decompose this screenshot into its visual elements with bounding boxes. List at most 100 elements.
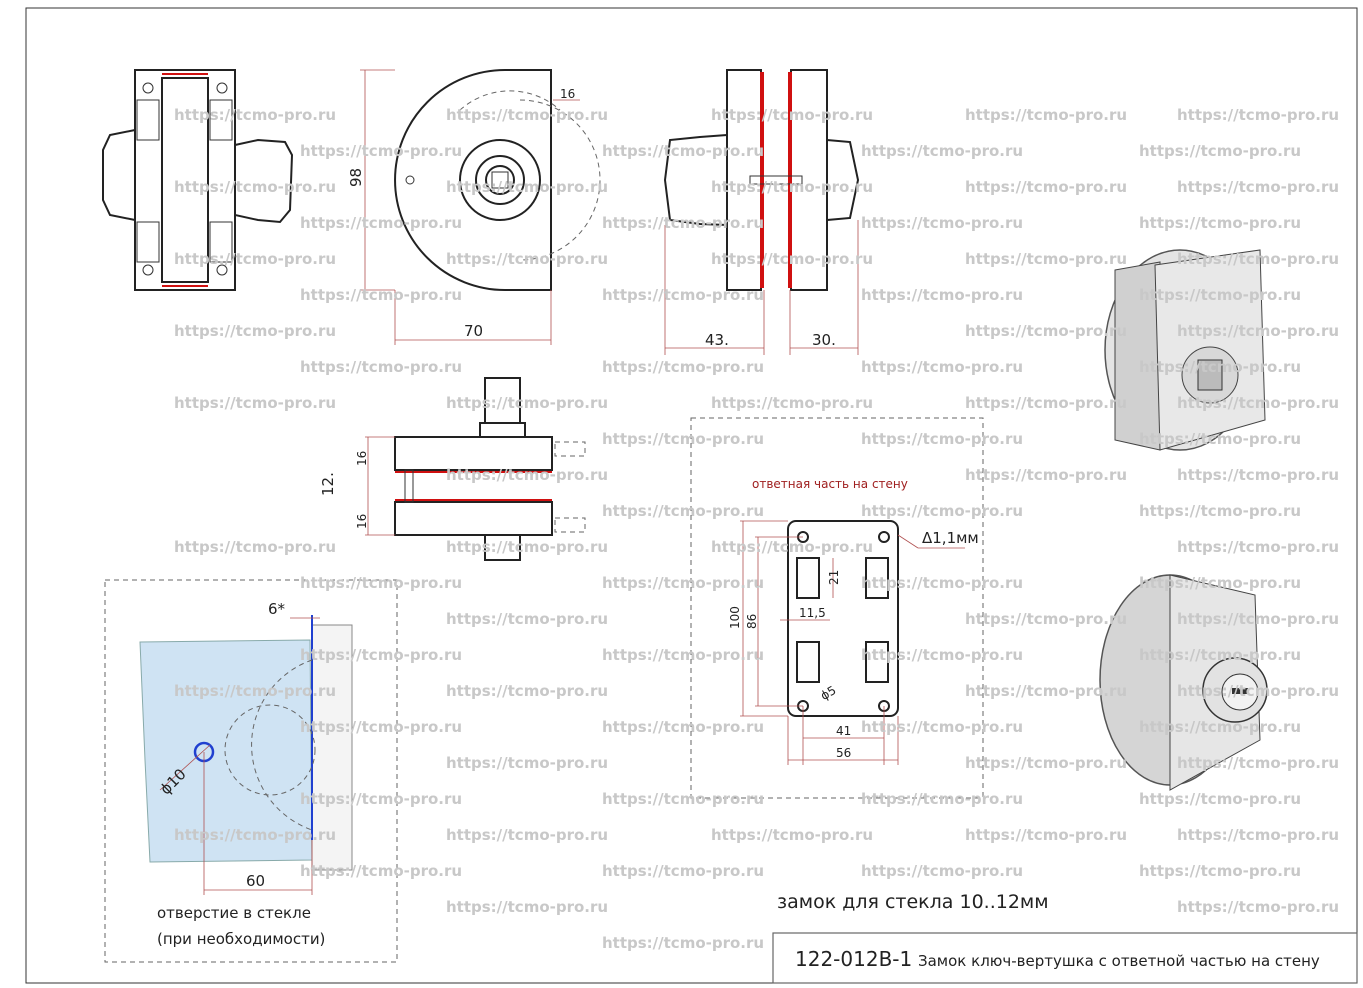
render-3d-front bbox=[1099, 574, 1268, 791]
watermark-text: https://tcmo-pro.ru bbox=[602, 358, 764, 376]
watermark-text: https://tcmo-pro.ru bbox=[300, 862, 462, 880]
watermark-text: https://tcmo-pro.ru bbox=[861, 790, 1023, 808]
watermark-text: https://tcmo-pro.ru bbox=[1139, 358, 1301, 376]
dim-top-c: 16 bbox=[355, 514, 369, 529]
left-view bbox=[102, 69, 294, 291]
watermark-text: https://tcmo-pro.ru bbox=[1177, 682, 1339, 700]
watermark-text: https://tcmo-pro.ru bbox=[711, 250, 873, 268]
watermark-text: https://tcmo-pro.ru bbox=[602, 430, 764, 448]
watermark-text: https://tcmo-pro.ru bbox=[965, 826, 1127, 844]
watermark-text: https://tcmo-pro.ru bbox=[1139, 790, 1301, 808]
watermark-text: https://tcmo-pro.ru bbox=[174, 322, 336, 340]
watermark-text: https://tcmo-pro.ru bbox=[1177, 826, 1339, 844]
watermark-text: https://tcmo-pro.ru bbox=[1139, 214, 1301, 232]
watermark-text: https://tcmo-pro.ru bbox=[861, 646, 1023, 664]
watermark-text: https://tcmo-pro.ru bbox=[965, 178, 1127, 196]
watermark-text: https://tcmo-pro.ru bbox=[1139, 142, 1301, 160]
watermark-text: https://tcmo-pro.ru bbox=[1139, 430, 1301, 448]
watermark-text: https://tcmo-pro.ru bbox=[965, 106, 1127, 124]
watermark-text: https://tcmo-pro.ru bbox=[300, 286, 462, 304]
watermark-text: https://tcmo-pro.ru bbox=[965, 610, 1127, 628]
watermark-text: https://tcmo-pro.ru bbox=[1177, 538, 1339, 556]
watermark-text: https://tcmo-pro.ru bbox=[174, 178, 336, 196]
dim-left: 43. bbox=[705, 331, 729, 349]
watermark-text: https://tcmo-pro.ru bbox=[1177, 466, 1339, 484]
watermark-text: https://tcmo-pro.ru bbox=[446, 682, 608, 700]
watermark-text: https://tcmo-pro.ru bbox=[446, 466, 608, 484]
dim-hole-spacing-h: 41 bbox=[836, 724, 851, 738]
title-block: 122-012B-1 Замок ключ-вертушка с ответно… bbox=[772, 932, 1358, 984]
watermark-text: https://tcmo-pro.ru bbox=[446, 394, 608, 412]
watermark-text: https://tcmo-pro.ru bbox=[861, 286, 1023, 304]
watermark-text: https://tcmo-pro.ru bbox=[965, 754, 1127, 772]
watermark-text: https://tcmo-pro.ru bbox=[711, 178, 873, 196]
watermark-text: https://tcmo-pro.ru bbox=[1139, 502, 1301, 520]
watermark-text: https://tcmo-pro.ru bbox=[1177, 250, 1339, 268]
watermark-text: https://tcmo-pro.ru bbox=[711, 106, 873, 124]
watermark-text: https://tcmo-pro.ru bbox=[861, 718, 1023, 736]
watermark-text: https://tcmo-pro.ru bbox=[602, 574, 764, 592]
render-3d-back bbox=[1104, 249, 1266, 451]
watermark-text: https://tcmo-pro.ru bbox=[602, 214, 764, 232]
watermark-text: https://tcmo-pro.ru bbox=[861, 502, 1023, 520]
watermark-text: https://tcmo-pro.ru bbox=[602, 142, 764, 160]
watermark-layer: https://tcmo-pro.ru https://tcmo-pro.ru ht… bbox=[174, 106, 1339, 952]
watermark-text: https://tcmo-pro.ru bbox=[602, 934, 764, 952]
watermark-text: https://tcmo-pro.ru bbox=[602, 790, 764, 808]
dim-thickness: Δ1,1мм bbox=[922, 529, 979, 547]
watermark-text: https://tcmo-pro.ru bbox=[300, 718, 462, 736]
watermark-text: https://tcmo-pro.ru bbox=[174, 250, 336, 268]
watermark-text: https://tcmo-pro.ru bbox=[1177, 322, 1339, 340]
dim-width: 70 bbox=[464, 322, 483, 340]
watermark-text: https://tcmo-pro.ru bbox=[861, 358, 1023, 376]
watermark-text: https://tcmo-pro.ru bbox=[174, 682, 336, 700]
watermark-text: https://tcmo-pro.ru bbox=[446, 898, 608, 916]
glass-hole-caption: отверстие в стекле bbox=[157, 904, 311, 922]
watermark-text: https://tcmo-pro.ru bbox=[1177, 394, 1339, 412]
watermark-text: https://tcmo-pro.ru bbox=[711, 538, 873, 556]
watermark-text: https://tcmo-pro.ru bbox=[1139, 286, 1301, 304]
watermark-text: https://tcmo-pro.ru bbox=[1177, 610, 1339, 628]
watermark-text: https://tcmo-pro.ru bbox=[1139, 574, 1301, 592]
watermark-text: https://tcmo-pro.ru bbox=[446, 754, 608, 772]
dim-offset: 16 bbox=[560, 87, 575, 101]
watermark-text: https://tcmo-pro.ru bbox=[602, 502, 764, 520]
watermark-text: https://tcmo-pro.ru bbox=[174, 394, 336, 412]
watermark-text: https://tcmo-pro.ru bbox=[861, 574, 1023, 592]
watermark-text: https://tcmo-pro.ru bbox=[300, 646, 462, 664]
watermark-text: https://tcmo-pro.ru bbox=[1177, 178, 1339, 196]
dim-plate-width: 56 bbox=[836, 746, 851, 760]
watermark-text: https://tcmo-pro.ru bbox=[174, 538, 336, 556]
watermark-text: https://tcmo-pro.ru bbox=[861, 214, 1023, 232]
watermark-text: https://tcmo-pro.ru bbox=[861, 430, 1023, 448]
side-view: 43. 30. bbox=[663, 69, 860, 355]
watermark-text: https://tcmo-pro.ru bbox=[965, 322, 1127, 340]
watermark-text: https://tcmo-pro.ru bbox=[446, 250, 608, 268]
watermark-text: https://tcmo-pro.ru bbox=[861, 862, 1023, 880]
watermark-text: https://tcmo-pro.ru bbox=[861, 142, 1023, 160]
strike-plate-detail: ответная часть на стену Δ1,1мм 100 86 21… bbox=[690, 417, 984, 799]
dim-slot-height: 21 bbox=[827, 570, 841, 585]
dim-right: 30. bbox=[812, 331, 836, 349]
watermark-text: https://tcmo-pro.ru bbox=[300, 214, 462, 232]
drawing-subtitle: замок для стекла 10..12мм bbox=[777, 891, 1049, 913]
watermark-text: https://tcmo-pro.ru bbox=[174, 826, 336, 844]
watermark-text: https://tcmo-pro.ru bbox=[446, 106, 608, 124]
watermark-text: https://tcmo-pro.ru bbox=[1139, 862, 1301, 880]
dim-top-a: 16 bbox=[355, 451, 369, 466]
watermark-text: https://tcmo-pro.ru bbox=[446, 610, 608, 628]
watermark-text: https://tcmo-pro.ru bbox=[446, 178, 608, 196]
dim-plate-height: 100 bbox=[728, 606, 742, 629]
dim-depth: 6* bbox=[268, 600, 286, 618]
watermark-text: https://tcmo-pro.ru bbox=[300, 574, 462, 592]
watermark-text: https://tcmo-pro.ru bbox=[174, 106, 336, 124]
front-view: 98 70 16 bbox=[347, 69, 601, 345]
dim-slot-width: 11,5 bbox=[799, 606, 826, 620]
watermark-text: https://tcmo-pro.ru bbox=[711, 394, 873, 412]
watermark-text: https://tcmo-pro.ru bbox=[965, 682, 1127, 700]
glass-hole-caption-note: (при необходимости) bbox=[157, 930, 325, 948]
dim-distance: 60 bbox=[246, 872, 265, 890]
strike-plate-title: ответная часть на стену bbox=[752, 477, 908, 491]
dim-hole-spacing-v: 86 bbox=[745, 614, 759, 629]
watermark-text: https://tcmo-pro.ru bbox=[602, 646, 764, 664]
